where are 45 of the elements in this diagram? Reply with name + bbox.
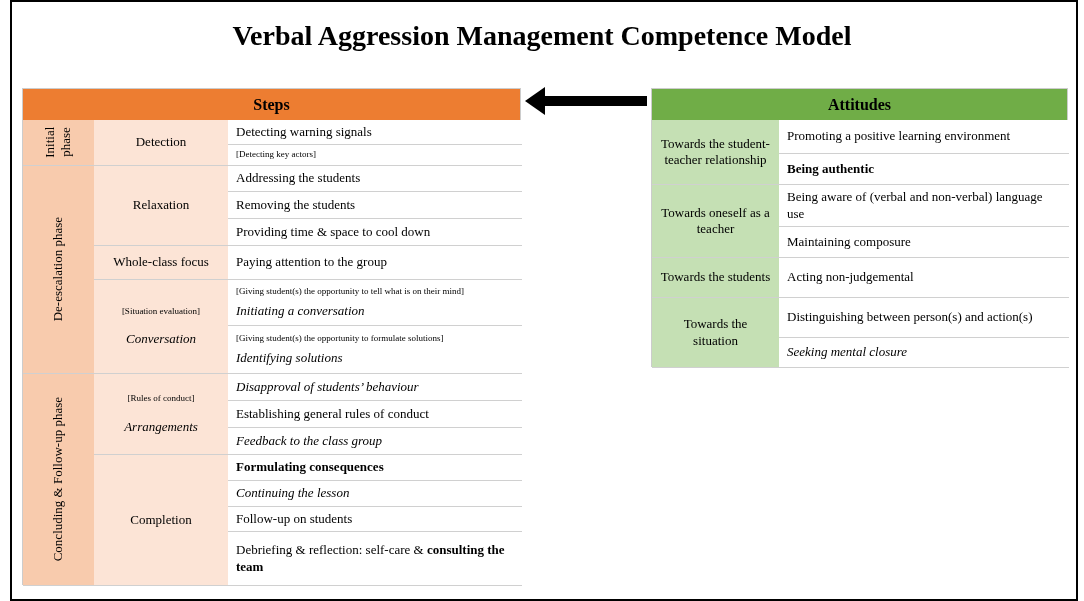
item-text: Follow-up on students [236, 510, 354, 528]
item-text: Promoting a positive learning environment [787, 128, 1012, 145]
item-text: Initiating a conversation [236, 303, 366, 320]
item-text: Distinguishing between person(s) and action(s) [787, 309, 1034, 326]
item-text: Identifying solutions [236, 350, 344, 367]
item-text: Seeking mental closure [787, 344, 909, 361]
item-text: Detecting warning signals [236, 123, 373, 141]
item-text: Maintaining composure [787, 233, 912, 251]
item-text: Continuing the lesson [236, 485, 351, 502]
table-header: Steps [253, 96, 290, 113]
item-text: Providing time & space to cool down [236, 223, 432, 241]
item-text: Disapproval of students’ behaviour [236, 378, 420, 396]
category-label: Conversation [125, 331, 197, 348]
item-text: Removing the students [236, 196, 357, 214]
item-text: Being aware of (verbal and non-verbal) language use [787, 189, 1044, 222]
category-label: Towards oneself as a teacher [660, 204, 771, 238]
diagram-title: Verbal Aggression Management Competence Model [231, 20, 853, 52]
category-label: Towards the situation [682, 316, 749, 349]
table-header: Attitudes [827, 96, 892, 113]
category-label: Whole-class focus [113, 254, 209, 271]
category-label: Detection [135, 134, 187, 151]
bracket-note: [Giving student(s) the opportunity to formulate solutions] [236, 332, 445, 344]
bracket-note: [Giving student(s) the opportunity to tell what is on their mind] [236, 285, 465, 297]
phase-label: Initial phase [42, 126, 75, 161]
category-label: Completion [130, 511, 192, 529]
item-text: Paying attention to the group [236, 254, 388, 271]
category-label: Arrangements [124, 418, 198, 435]
item-text: Being authentic [787, 160, 876, 178]
table-panel [651, 88, 1068, 367]
bracket-note: [Detecting key actors] [236, 149, 317, 161]
category-label: Towards the students [660, 269, 771, 286]
item-text: Formulating consequences [236, 459, 385, 476]
arrow [525, 87, 647, 115]
item-text: Establishing general rules of conduct [236, 405, 430, 423]
bracket-note: [Situation evaluation] [121, 305, 201, 317]
phase-label: De-escalation phase [50, 217, 67, 322]
bracket-note: [Rules of conduct] [127, 393, 195, 405]
category-label: Relaxation [132, 197, 190, 214]
item-text: Acting non-judgemental [787, 269, 915, 286]
item-text: Feedback to the class group [236, 432, 384, 450]
phase-label: Concluding & Follow-up phase [50, 397, 67, 562]
item-text: Addressing the students [236, 170, 362, 187]
table-panel [22, 88, 521, 585]
item-text: Debriefing & reflection: self-care & consulting the team [236, 542, 506, 575]
category-label: Towards the student-teacher relationship [660, 135, 771, 169]
